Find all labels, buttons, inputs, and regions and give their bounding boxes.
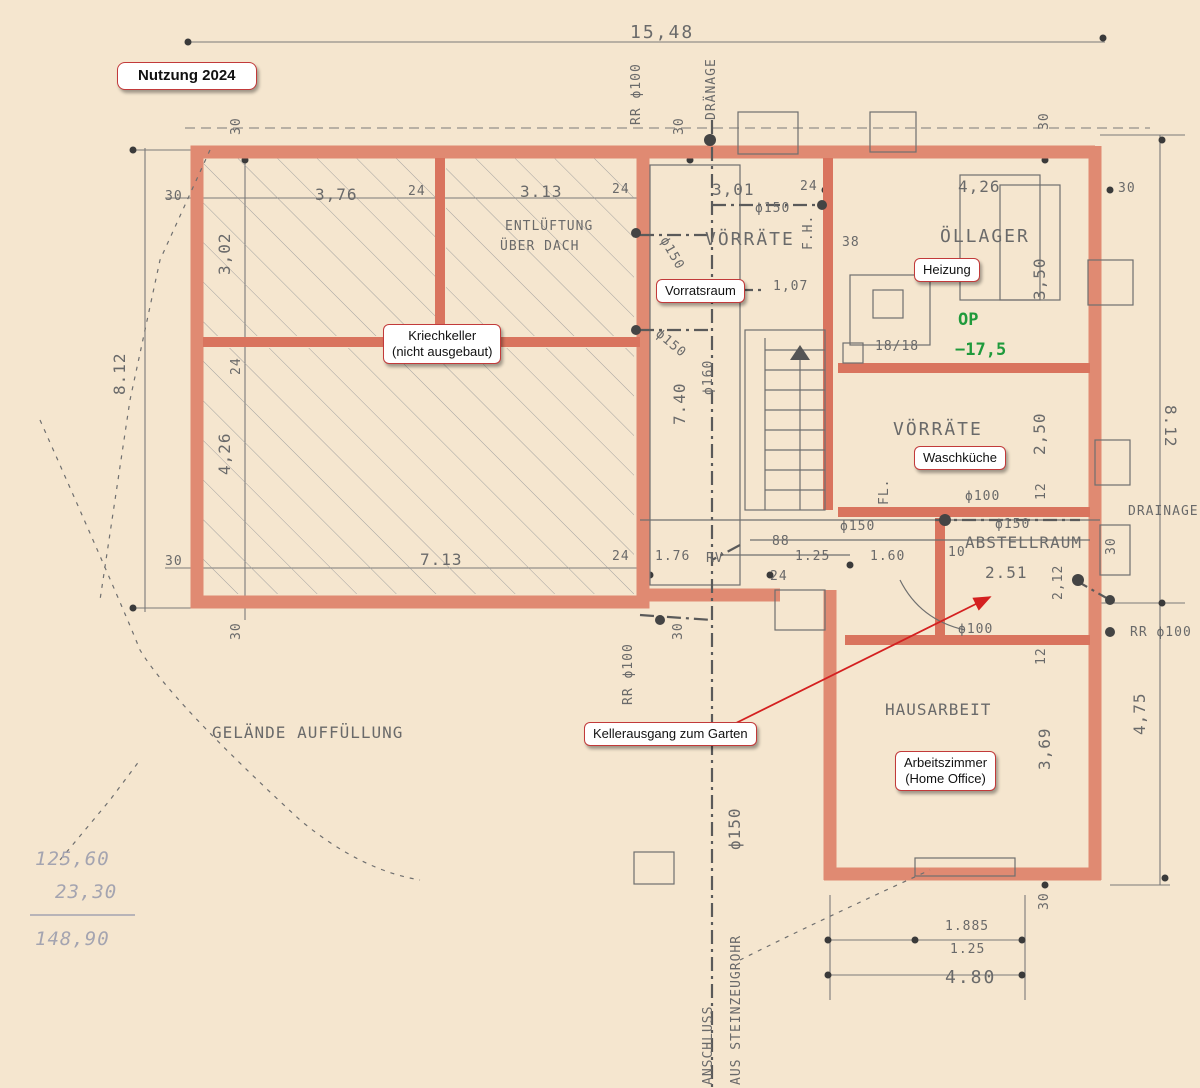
drainage-right-text: DRAINAGE: [1128, 504, 1199, 519]
dim-30-topright: 30: [1037, 112, 1052, 130]
fh-mark: F.H.: [801, 215, 816, 250]
dim-24-a: 24: [408, 184, 426, 199]
dim-38: 38: [842, 235, 860, 250]
room-oellager: ÖLLAGER: [940, 225, 1030, 247]
calc-line-1: 125,60: [35, 848, 110, 870]
anschluss-text: ANSCHLUSS: [701, 1006, 716, 1085]
dim-88: 88: [772, 534, 790, 549]
green-level-mark: −17,5: [955, 340, 1006, 360]
dim-24-f: 24: [229, 357, 244, 375]
dim-height-right: 8.12: [1161, 405, 1180, 448]
dim-24-c: 24: [800, 179, 818, 194]
dim-250: 2,50: [1030, 412, 1049, 455]
dim-height-left: 8.12: [110, 352, 129, 395]
fl-mark: FL.: [877, 479, 892, 505]
dim-125: 1.25: [795, 549, 830, 564]
label-heizung: Heizung: [914, 258, 980, 282]
dim-301: 3,01: [712, 180, 755, 199]
dim-125b: 1.25: [950, 942, 985, 957]
dim-24-b: 24: [612, 182, 630, 197]
pipe-150-f: ϕ150: [725, 807, 744, 850]
dim-212: 2,12: [1051, 565, 1066, 600]
dim-302: 3,02: [215, 232, 234, 275]
room-hausarbeit: HAUSARBEIT: [885, 700, 991, 719]
dim-107: 1,07: [773, 279, 808, 294]
rr-top-text: RR ϕ100: [629, 63, 644, 125]
dim-475: 4,75: [1130, 692, 1149, 735]
dim-350: 3,50: [1030, 257, 1049, 300]
dim-24-d: 24: [612, 549, 630, 564]
green-op-mark: OP: [958, 310, 978, 330]
dim-30-side: 30: [1104, 537, 1119, 555]
dim-30-bottom: 30: [229, 622, 244, 640]
pipe-150-c: ϕ150: [995, 517, 1030, 532]
calc-line-2: 23,30: [55, 881, 117, 903]
gelaende-text: GELÄNDE AUFFÜLLUNG: [212, 723, 403, 742]
dim-30-bottomleft: 30: [165, 554, 183, 569]
dim-480: 4.80: [945, 967, 996, 988]
dim-24-e: 24: [770, 569, 788, 584]
drainage-top-text: DRÄNAGE: [703, 58, 719, 120]
dim-426: 4,26: [958, 177, 1001, 196]
label-vorratsraum: Vorratsraum: [656, 279, 745, 303]
dim-713: 7.13: [420, 550, 463, 569]
label-kellerausgang: Kellerausgang zum Garten: [584, 722, 757, 746]
dim-30-right: 30: [1118, 181, 1136, 196]
pipe-160: ϕ160: [701, 360, 716, 395]
label-kriechkeller: Kriechkeller (nicht ausgebaut): [383, 324, 502, 364]
rr-right-text: RR ϕ100: [1130, 625, 1192, 640]
dim-total-width: 15,48: [630, 22, 694, 43]
pipe-150-a: ϕ150: [755, 201, 790, 216]
dim-30-left: 30: [165, 189, 183, 204]
label-waschkueche: Waschküche: [914, 446, 1006, 470]
steinzeug-text: AUS STEINZEUGROHR: [729, 935, 744, 1085]
dim-30-top: 30: [229, 117, 244, 135]
dim-160: 1.60: [870, 549, 905, 564]
dim-176: 1.76: [655, 549, 690, 564]
calc-line-3: 148,90: [35, 928, 110, 950]
crawlspace-hatch: [203, 158, 634, 594]
room-abstellraum: ABSTELLRAUM: [965, 533, 1082, 552]
room-vorraete-top: VÖRRÄTE: [705, 228, 795, 250]
rr-left-text: RR ϕ100: [621, 643, 636, 705]
dim-369: 3,69: [1035, 727, 1054, 770]
pipe-100-a: ϕ100: [965, 489, 1000, 504]
pipe-100-b: ϕ100: [958, 622, 993, 637]
label-arbeitszimmer: Arbeitszimmer (Home Office): [895, 751, 997, 791]
dim-30-lower: 30: [671, 622, 686, 640]
dim-740: 7.40: [670, 382, 689, 425]
pipe-150-b: ϕ150: [840, 519, 875, 534]
title-label: Nutzung 2024: [117, 62, 257, 90]
dim-426v: 4,26: [215, 432, 234, 475]
entlueftung-line1: ENTLÜFTUNG: [505, 217, 593, 234]
dim-1885: 1.885: [945, 919, 989, 934]
dim-12-a: 12: [1034, 482, 1049, 500]
dim-30-bottomright: 30: [1037, 892, 1052, 910]
dim-30-drain: 30: [672, 117, 687, 135]
dim-251: 2.51: [985, 563, 1028, 582]
room-vorraete-mid: VÖRRÄTE: [893, 418, 983, 440]
rv-mark: RV: [706, 551, 724, 566]
entlueftung-line2: ÜBER DACH: [500, 237, 579, 254]
dim-1818: 18/18: [875, 339, 919, 354]
kellerausgang-arrow: [727, 596, 992, 728]
dim-376: 3,76: [315, 185, 358, 204]
handwritten-annotations: 15,48 8.12 8.12 3,76 3.13 3,02 4,26 7.13…: [30, 22, 1199, 1085]
dim-313: 3.13: [520, 182, 563, 201]
pipe-150-e: ϕ150: [652, 327, 689, 361]
dim-10: 10: [948, 545, 966, 560]
pipe-150-d: ϕ150: [657, 235, 688, 273]
drain-pipes: [631, 120, 1115, 1088]
dim-12-b: 12: [1034, 647, 1049, 665]
